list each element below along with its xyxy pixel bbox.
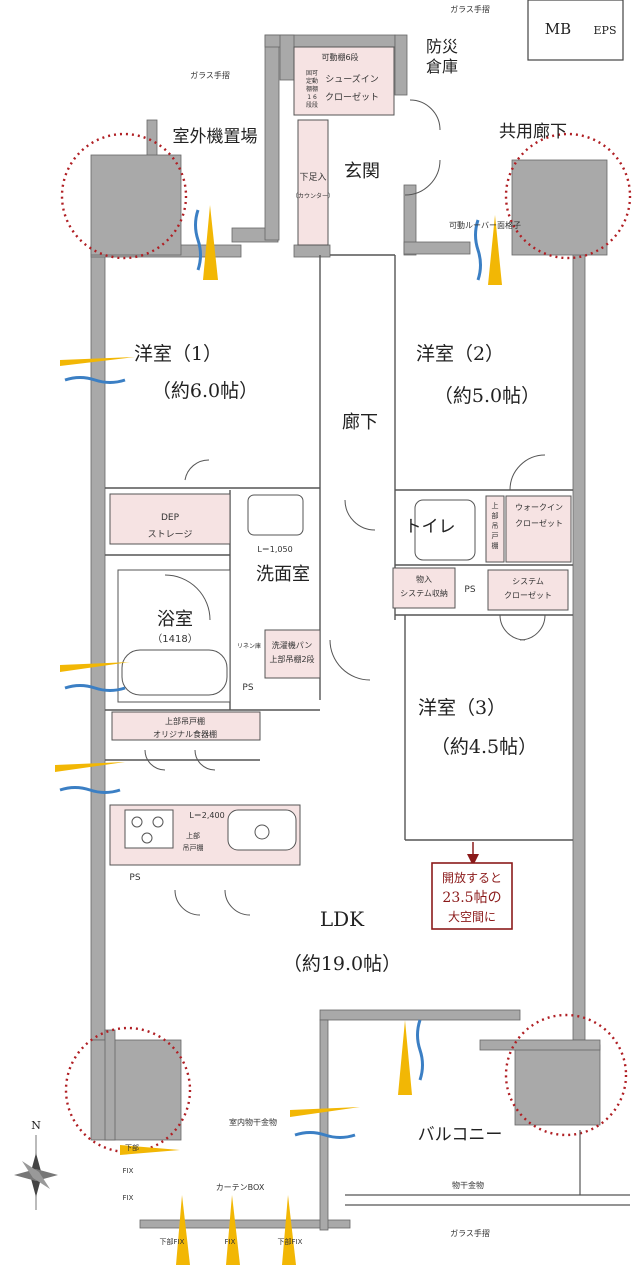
shoe-box-1: 下足入 (299, 172, 326, 183)
room-ldk-area: （約19.0帖） (283, 953, 401, 975)
walls (90, 0, 624, 1231)
wash-length: L＝1,050 (257, 545, 292, 554)
callout-line-3: 大空間に (448, 910, 496, 924)
fix-center: FIX (225, 1238, 236, 1246)
ps-toilet: PS (464, 585, 475, 595)
small-labels: ガラス手摺 ガラス手摺 ガラス手摺 可動棚6段 固可 定動 棚棚 1 6 段段 … (123, 4, 563, 1246)
lower-fix-left: 下部FIX (160, 1237, 185, 1246)
shelf-fixed-2: 定動 (306, 77, 318, 85)
shelf-fixed-1: 固可 (306, 70, 318, 77)
room-balcony: バルコニー (418, 1125, 503, 1145)
linen-storage: リネン庫 (237, 642, 261, 650)
glass-rail-top: ガラス手摺 (450, 4, 490, 14)
upper-hanging-4: 戸 (492, 532, 499, 540)
room-western1-name: 洋室（1） (134, 343, 222, 365)
shelf-fixed-5: 段段 (306, 101, 318, 109)
compass-north: N (31, 1119, 41, 1132)
shoes-closet-2: クローゼット (325, 91, 379, 103)
upper-hanging-1: 上 (492, 501, 499, 510)
kitchen-upper-1: 上部 (186, 831, 200, 840)
upper-hanging-2: 部 (492, 511, 499, 520)
door-swings (144, 99, 546, 916)
shelf-movable: 可動棚6段 (321, 52, 358, 62)
fix-left-2: FIX (123, 1194, 134, 1202)
room-disaster-storage-1: 防災 (426, 37, 458, 56)
room-washroom: 洗面室 (256, 564, 310, 585)
storage-2: システム収納 (400, 588, 448, 598)
fix-left-1: FIX (123, 1167, 134, 1175)
room-shared-corridor: 共用廊下 (499, 122, 567, 142)
balcony-rail (345, 1130, 630, 1206)
storage-1: 物入 (416, 574, 432, 584)
room-western2-area: （約5.0帖） (434, 385, 540, 407)
shoes-closet-1: シューズイン (325, 73, 379, 85)
wash-basin (247, 494, 304, 536)
laundry-pan-2: 上部吊棚2段 (269, 654, 314, 664)
laundry-pan-1: 洗濯機パン (272, 640, 312, 650)
outdoor-dryer: 物干金物 (452, 1180, 484, 1190)
room-mb: MB (545, 20, 571, 38)
room-toilet: トイレ (405, 517, 456, 537)
open-space-callout: 開放すると 23.5帖の 大空間に (431, 842, 513, 930)
room-hallway: 廊下 (342, 412, 378, 433)
indoor-dryer: 室内物干金物 (229, 1117, 277, 1127)
shoe-box-2: （カウンター） (292, 192, 334, 200)
ventilation-arrows (55, 205, 502, 1265)
room-western3-name: 洋室（3） (418, 697, 506, 719)
upper-cabinet-2: オリジナル食器棚 (153, 729, 217, 739)
room-bath-size: （1418） (152, 633, 197, 645)
lower-fix-right: 下部FIX (278, 1237, 303, 1246)
louver-lattice: 可動ルーバー面格子 (449, 220, 521, 230)
toilet-bowl (414, 499, 476, 561)
fixtures (117, 494, 476, 851)
walk-in-2: クローゼット (515, 518, 563, 528)
room-outdoor-unit: 室外機置場 (173, 127, 258, 147)
callout-line-2: 23.5帖の (442, 890, 501, 906)
shelf-fixed-3: 棚棚 (306, 85, 318, 93)
upper-cabinet-1: 上部吊戸棚 (165, 716, 205, 726)
room-western3-area: （約4.5帖） (431, 736, 537, 758)
bathtub (121, 649, 228, 696)
dep-storage-1: DEP (161, 513, 180, 523)
ps-bath: PS (242, 683, 253, 693)
curtain-box: カーテンBOX (216, 1183, 265, 1192)
system-closet-2: クローゼット (504, 590, 552, 600)
ps-kitchen: PS (129, 873, 140, 883)
upper-hanging-3: 吊 (492, 522, 499, 530)
glass-rail-left: ガラス手摺 (190, 70, 230, 80)
lower-left: 下部 (125, 1143, 139, 1152)
dep-storage-2: ストレージ (148, 530, 193, 540)
compass-rose: N (14, 1119, 58, 1210)
room-western2-name: 洋室（2） (416, 343, 504, 365)
room-disaster-storage-2: 倉庫 (426, 57, 458, 76)
glass-rail-bottom: ガラス手摺 (450, 1228, 490, 1238)
room-western1-area: （約6.0帖） (152, 380, 258, 402)
shelf-fixed-4: 1 6 (307, 94, 317, 101)
upper-hanging-5: 棚 (492, 541, 499, 550)
room-eps: EPS (594, 24, 617, 37)
room-labels: 洋室（1） （約6.0帖） 洋室（2） （約5.0帖） 洋室（3） （約4.5帖… (134, 20, 617, 1145)
room-bath-name: 浴室 (157, 609, 193, 630)
system-closet-1: システム (512, 577, 544, 586)
kitchen-length: L＝2,400 (189, 811, 224, 820)
callout-line-1: 開放すると (442, 870, 502, 885)
kitchen-upper-2: 吊戸棚 (183, 843, 204, 852)
room-entrance: 玄関 (344, 161, 380, 182)
room-ldk-name: LDK (320, 907, 365, 931)
walk-in-1: ウォークイン (515, 503, 563, 512)
